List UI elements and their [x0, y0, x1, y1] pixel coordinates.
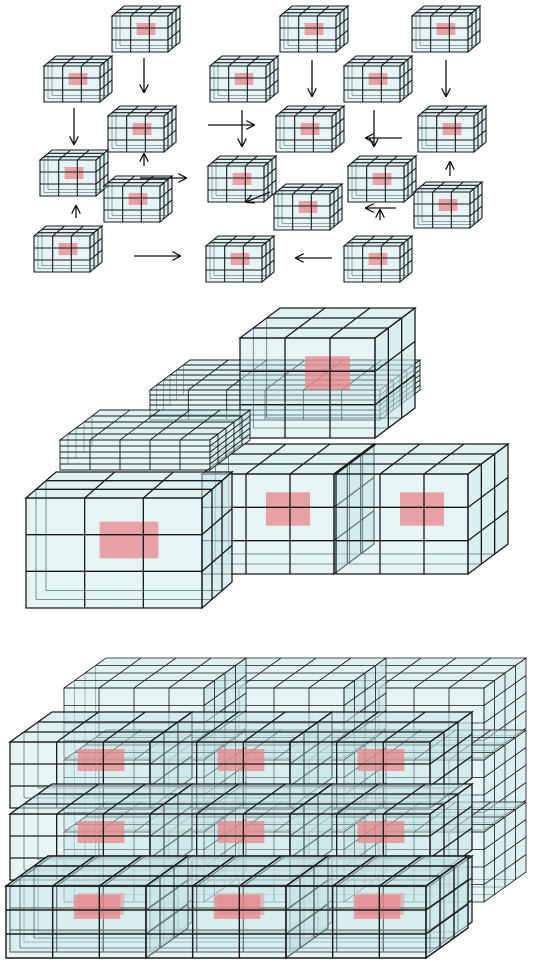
unit-cell: [112, 6, 180, 52]
core-cell-marker: [74, 895, 121, 919]
core-cell-marker: [69, 73, 88, 85]
unit-cell: [108, 106, 176, 152]
core-cell-marker: [443, 123, 462, 135]
core-cell-marker: [354, 895, 401, 919]
core-cell-marker: [133, 123, 152, 135]
core-cell-marker: [235, 73, 254, 85]
core-cell-marker: [218, 821, 265, 843]
unit-cell: [348, 156, 416, 202]
core-cell-marker: [369, 253, 388, 265]
supercell-front: [26, 472, 232, 608]
assembly-sequence-panel: [34, 6, 486, 282]
core-cell-marker: [358, 821, 405, 843]
core-cell-marker: [231, 253, 250, 265]
unit-cell: [210, 56, 278, 102]
partial-structure-panel: [26, 308, 508, 608]
core-cell-marker: [305, 23, 324, 35]
unit-cell: [40, 150, 108, 196]
unit-cell: [344, 236, 412, 282]
unit-cell: [276, 106, 344, 152]
core-cell-marker: [100, 522, 159, 559]
connecting-slab: [60, 410, 250, 470]
core-cell-marker: [137, 23, 156, 35]
unit-cell: [412, 6, 480, 52]
full-lattice-panel: [6, 658, 526, 958]
lattice-supercell-front: [286, 856, 468, 958]
core-cell-marker: [437, 23, 456, 35]
core-cell-marker: [214, 895, 261, 919]
unit-cell: [418, 106, 486, 152]
core-cell-marker: [59, 243, 78, 255]
core-cell-marker: [78, 749, 125, 771]
core-cell-marker: [78, 821, 125, 843]
core-cell-marker: [299, 201, 318, 213]
core-cell-marker: [233, 173, 252, 185]
unit-cell: [34, 226, 102, 272]
unit-cell: [208, 156, 276, 202]
core-cell-marker: [218, 749, 265, 771]
unit-cell: [206, 236, 274, 282]
core-cell-marker: [373, 173, 392, 185]
core-cell-marker: [369, 73, 388, 85]
unit-cell: [104, 176, 172, 222]
unit-cell: [414, 182, 482, 228]
core-cell-marker: [358, 749, 405, 771]
core-cell-marker: [65, 167, 84, 179]
core-cell-marker: [400, 492, 444, 525]
core-cell-marker: [129, 193, 148, 205]
core-cell-marker: [266, 492, 310, 525]
unit-cell: [274, 184, 342, 230]
unit-cell: [44, 56, 112, 102]
supercell: [336, 444, 508, 574]
core-cell-marker: [305, 356, 350, 389]
unit-cell: [280, 6, 348, 52]
supercell-tower: [240, 308, 415, 438]
unit-cell: [344, 56, 412, 102]
core-cell-marker: [301, 123, 320, 135]
core-cell-marker: [439, 199, 458, 211]
